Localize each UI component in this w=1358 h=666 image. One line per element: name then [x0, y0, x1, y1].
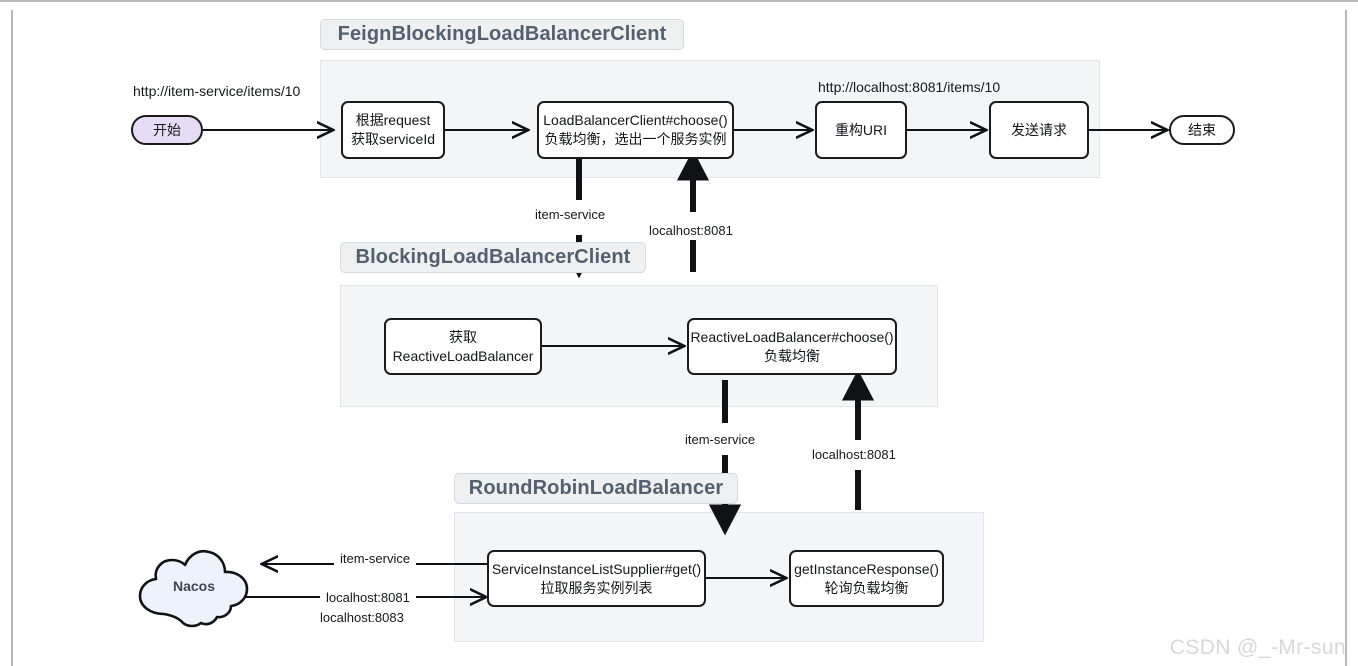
node-line-2: 负载均衡，选出一个服务实例 — [544, 131, 727, 147]
node-start[interactable]: 开始 — [131, 115, 203, 145]
label-item-service-feign-to-blocking: item-service — [535, 207, 606, 222]
watermark: CSDN @_-Mr-sun — [1169, 636, 1346, 659]
node-nacos[interactable]: Nacos — [130, 544, 258, 628]
node-line-2: 负载均衡 — [764, 347, 820, 364]
node-get-reactive-load-balancer[interactable]: 获取 ReactiveLoadBalancer — [384, 318, 542, 375]
node-line-1: 获取 — [449, 328, 477, 345]
node-start-label: 开始 — [153, 122, 181, 138]
node-line-2: ReactiveLoadBalancer — [392, 347, 534, 364]
group-title-blocking-load-balancer-client: BlockingLoadBalancerClient — [340, 242, 646, 273]
group-title-feign-blocking-load-balancer-client: FeignBlockingLoadBalancerClient — [320, 19, 684, 50]
group-title-round-robin-load-balancer: RoundRobinLoadBalancer — [454, 473, 738, 504]
group-title-text: FeignBlockingLoadBalancerClient — [337, 23, 667, 45]
label-nacos-response-localhost-8083: localhost:8083 — [320, 610, 404, 625]
group-title-text: RoundRobinLoadBalancer — [468, 477, 724, 499]
node-line-1: ServiceInstanceListSupplier#get() — [491, 560, 702, 577]
node-line-1: 发送请求 — [1011, 121, 1067, 138]
node-end-label: 结束 — [1188, 122, 1216, 138]
node-line-2: 轮询负载均衡 — [824, 579, 909, 596]
label-localhost-8081-roundrobin-to-blocking: localhost:8081 — [812, 447, 896, 462]
node-line-1: getInstanceResponse() — [794, 560, 939, 577]
node-line-1: 根据request — [355, 112, 431, 129]
label-item-service-blocking-to-roundrobin: item-service — [685, 432, 756, 447]
node-send-request[interactable]: 发送请求 — [989, 101, 1089, 159]
node-rebuild-uri[interactable]: 重构URI — [815, 101, 907, 159]
label-localhost-8081-blocking-to-feign: localhost:8081 — [649, 223, 733, 238]
cloud-icon — [138, 549, 249, 628]
node-line-1: LoadBalancerClient#choose() — [543, 112, 728, 129]
node-line-1: 重构URI — [834, 121, 888, 138]
page-frame-inner — [11, 10, 1347, 666]
node-service-instance-list-supplier-get[interactable]: ServiceInstanceListSupplier#get() 拉取服务实例… — [487, 550, 706, 607]
node-line-1: ReactiveLoadBalancer#choose() — [690, 328, 894, 345]
group-title-text: BlockingLoadBalancerClient — [355, 246, 631, 268]
label-nacos-request-item-service: item-service — [334, 551, 417, 568]
node-line-2: 获取serviceId — [350, 131, 436, 147]
node-reactive-load-balancer-choose[interactable]: ReactiveLoadBalancer#choose() 负载均衡 — [687, 318, 897, 375]
node-end[interactable]: 结束 — [1169, 115, 1235, 145]
node-load-balancer-client-choose[interactable]: LoadBalancerClient#choose() 负载均衡，选出一个服务实… — [537, 101, 734, 159]
label-request-url: http://item-service/items/10 — [133, 83, 301, 99]
node-line-2: 拉取服务实例列表 — [540, 579, 653, 596]
node-get-instance-response[interactable]: getInstanceResponse() 轮询负载均衡 — [789, 550, 944, 607]
node-get-service-id[interactable]: 根据request 获取serviceId — [341, 101, 445, 159]
label-resolved-url: http://localhost:8081/items/10 — [818, 79, 1001, 95]
node-nacos-label: Nacos — [172, 578, 216, 594]
label-nacos-response-localhost-8081: localhost:8081 — [320, 590, 416, 607]
